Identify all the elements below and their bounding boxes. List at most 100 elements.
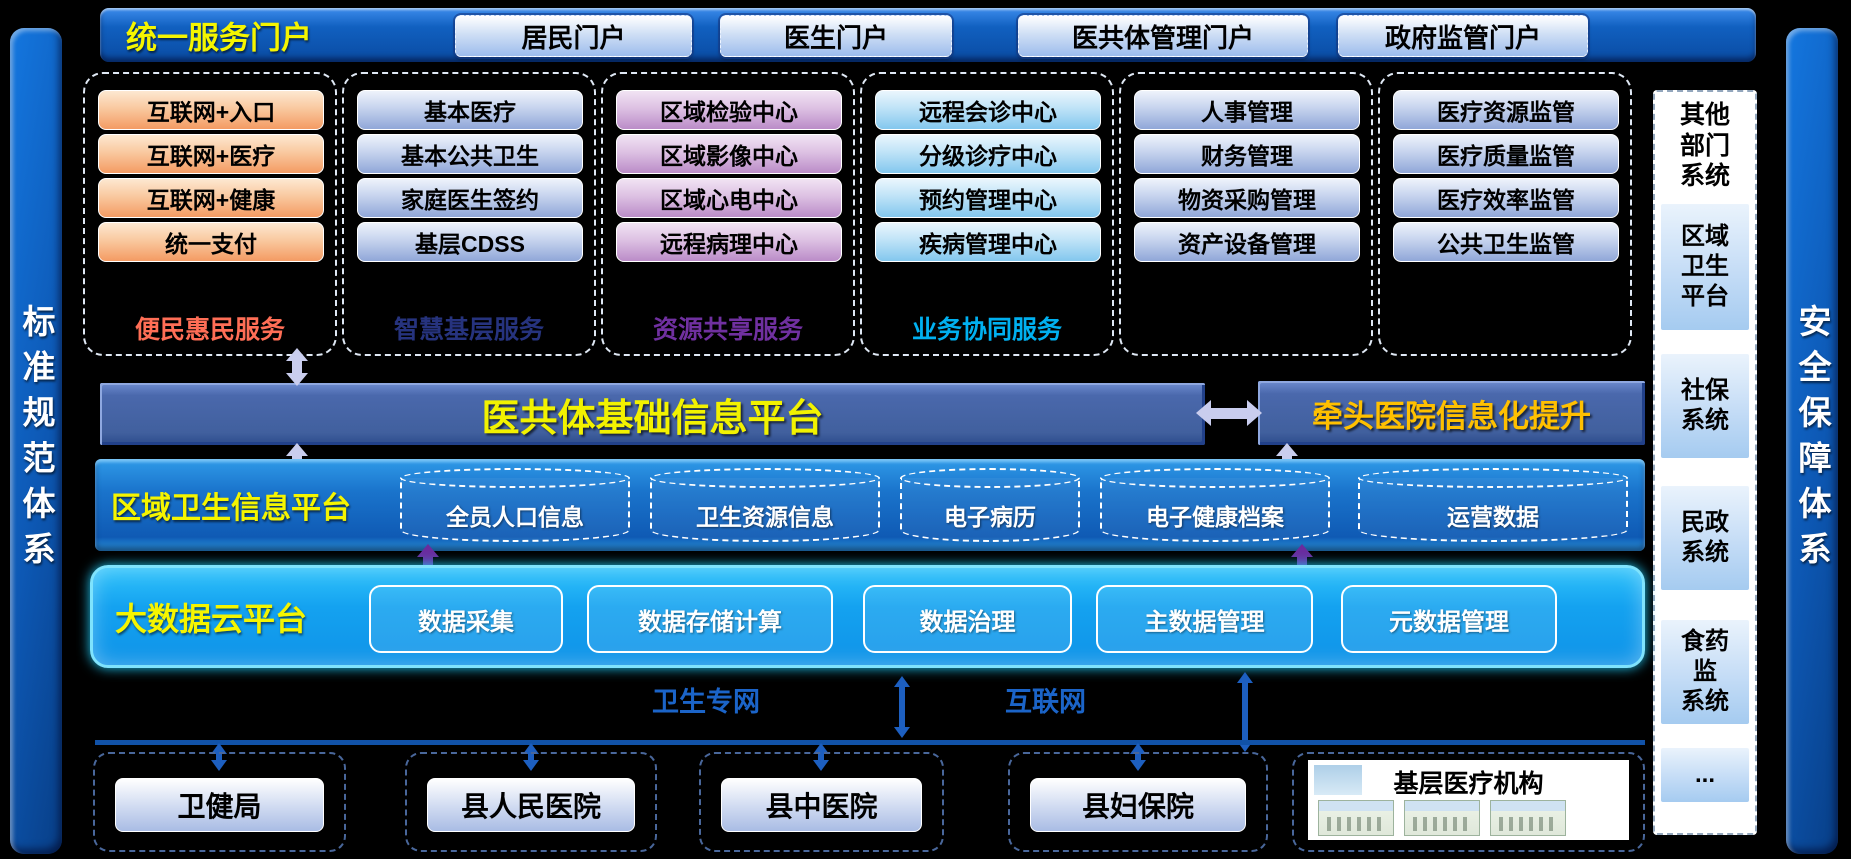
- service-item: 医疗资源监管: [1393, 90, 1619, 130]
- database-label: 全员人口信息: [446, 504, 584, 530]
- org-label: 卫健局: [115, 778, 324, 832]
- org-label: 县人民医院: [427, 778, 635, 832]
- database-label: 运营数据: [1447, 504, 1539, 530]
- unified-portal-header: 统一服务门户 居民门户 医生门户 医共体管理门户 政府监管门户: [100, 8, 1756, 62]
- building-photo: [1318, 800, 1394, 836]
- service-item: 区域检验中心: [616, 90, 842, 130]
- other-department-systems: 其他 部门 系统 区域 卫生 平台 社保 系统 民政 系统 食药 监 系统 ..…: [1653, 90, 1757, 835]
- horizontal-double-arrow-icon: [1196, 400, 1262, 426]
- service-item: 疾病管理中心: [875, 222, 1101, 262]
- bigdata-platform-title: 大数据云平台: [115, 600, 308, 637]
- header-title: 统一服务门户: [126, 20, 312, 56]
- service-item: 财务管理: [1134, 134, 1360, 174]
- column-management: 人事管理 财务管理 物资采购管理 资产设备管理: [1119, 72, 1373, 356]
- portal-resident: 居民门户: [455, 15, 692, 57]
- internet-label: 互联网: [1005, 687, 1086, 717]
- building-photo: [1490, 800, 1566, 836]
- vertical-double-arrow-icon: [1236, 672, 1254, 752]
- bigdata-cloud-band: 大数据云平台 数据采集 数据存储计算 数据治理 主数据管理 元数据管理: [90, 565, 1645, 668]
- service-item: 分级诊疗中心: [875, 134, 1101, 174]
- vertical-double-arrow-icon: [522, 743, 540, 771]
- database-cylinder: 电子病历: [900, 468, 1080, 542]
- column-business-collaboration: 远程会诊中心 分级诊疗中心 预约管理中心 疾病管理中心 业务协同服务: [860, 72, 1114, 356]
- vertical-double-arrow-icon: [893, 676, 911, 738]
- column-supervision: 医疗资源监管 医疗质量监管 医疗效率监管 公共卫生监管: [1378, 72, 1632, 356]
- service-item: 医疗效率监管: [1393, 178, 1619, 218]
- service-item: 互联网+健康: [98, 178, 324, 218]
- service-item: 远程会诊中心: [875, 90, 1101, 130]
- org-county-peoples-hospital: 县人民医院: [405, 752, 657, 852]
- building-photos: [1318, 800, 1619, 836]
- column-caption: 便民惠民服务: [134, 316, 285, 344]
- service-item: 基本公共卫生: [357, 134, 583, 174]
- health-private-network-label: 卫生专网: [652, 687, 760, 717]
- vertical-double-arrow-icon: [812, 743, 830, 771]
- lead-hospital-title: 牵头医院信息化提升: [1312, 398, 1591, 434]
- vertical-double-arrow-icon: [210, 743, 228, 771]
- column-convenience-services: 互联网+入口 互联网+医疗 互联网+健康 统一支付 便民惠民服务: [83, 72, 337, 356]
- vertical-double-arrow-icon: [1129, 743, 1147, 771]
- grassroots-title: 基层医疗机构: [1393, 770, 1544, 798]
- column-resource-sharing: 区域检验中心 区域影像中心 区域心电中心 远程病理中心 资源共享服务: [601, 72, 855, 356]
- service-item: 统一支付: [98, 222, 324, 262]
- external-system: 食药 监 系统: [1661, 619, 1749, 724]
- service-item: 互联网+医疗: [98, 134, 324, 174]
- database-label: 电子健康档案: [1146, 504, 1284, 530]
- network-bus-line: [95, 740, 1645, 745]
- vertical-double-arrow-icon: [286, 348, 308, 386]
- service-item: 人事管理: [1134, 90, 1360, 130]
- bigdata-module: 主数据管理: [1096, 585, 1313, 653]
- service-item: 区域影像中心: [616, 134, 842, 174]
- service-item: 基层CDSS: [357, 222, 583, 262]
- external-system: 区域 卫生 平台: [1661, 203, 1749, 330]
- lead-hospital-box: 牵头医院信息化提升: [1258, 381, 1645, 445]
- service-item: 区域心电中心: [616, 178, 842, 218]
- database-cylinder: 电子健康档案: [1100, 468, 1330, 542]
- service-item: 公共卫生监管: [1393, 222, 1619, 262]
- portal-consortium-admin: 医共体管理门户: [1018, 15, 1308, 57]
- org-label: 县妇保院: [1030, 778, 1246, 832]
- column-caption: 资源共享服务: [652, 316, 803, 344]
- service-item: 预约管理中心: [875, 178, 1101, 218]
- service-item: 基本医疗: [357, 90, 583, 130]
- external-system-more: ...: [1661, 747, 1749, 802]
- sky-image: [1314, 765, 1362, 795]
- database-label: 电子病历: [944, 504, 1036, 530]
- column-caption: 智慧基层服务: [393, 316, 544, 344]
- database-cylinder: 运营数据: [1358, 468, 1628, 542]
- service-item: 远程病理中心: [616, 222, 842, 262]
- org-grassroots-institutions: 基层医疗机构: [1292, 752, 1645, 852]
- portal-government: 政府监管门户: [1338, 15, 1588, 57]
- external-system: 民政 系统: [1661, 485, 1749, 590]
- standards-pillar: 标准规范体系: [10, 28, 62, 854]
- portal-doctor: 医生门户: [720, 15, 952, 57]
- service-item: 资产设备管理: [1134, 222, 1360, 262]
- service-item: 医疗质量监管: [1393, 134, 1619, 174]
- service-item: 物资采购管理: [1134, 178, 1360, 218]
- foundation-platform-band: 医共体基础信息平台: [100, 383, 1205, 445]
- org-label: 县中医院: [721, 778, 922, 832]
- database-cylinder: 卫生资源信息: [650, 468, 880, 542]
- bigdata-module: 数据存储计算: [587, 585, 833, 653]
- building-photo: [1404, 800, 1480, 836]
- external-system: 社保 系统: [1661, 353, 1749, 458]
- grassroots-photo-card: 基层医疗机构: [1308, 760, 1629, 840]
- database-cylinder: 全员人口信息: [400, 468, 630, 542]
- regional-platform-title: 区域卫生信息平台: [111, 492, 351, 525]
- org-maternal-care-hospital: 县妇保院: [1008, 752, 1268, 852]
- column-smart-grassroots: 基本医疗 基本公共卫生 家庭医生签约 基层CDSS 智慧基层服务: [342, 72, 596, 356]
- standards-pillar-label: 标准规范体系: [18, 304, 55, 578]
- security-pillar-label: 安全保障体系: [1794, 304, 1831, 578]
- service-item: 家庭医生签约: [357, 178, 583, 218]
- bigdata-module: 元数据管理: [1341, 585, 1557, 653]
- column-caption: 业务协同服务: [911, 316, 1062, 344]
- org-health-bureau: 卫健局: [93, 752, 346, 852]
- database-label: 卫生资源信息: [696, 504, 834, 530]
- other-systems-title: 其他 部门 系统: [1679, 101, 1730, 190]
- service-item: 互联网+入口: [98, 90, 324, 130]
- security-pillar: 安全保障体系: [1786, 28, 1838, 854]
- foundation-platform-title: 医共体基础信息平台: [481, 397, 824, 440]
- bigdata-module: 数据治理: [863, 585, 1072, 653]
- org-county-tcm-hospital: 县中医院: [699, 752, 944, 852]
- bigdata-module: 数据采集: [369, 585, 563, 653]
